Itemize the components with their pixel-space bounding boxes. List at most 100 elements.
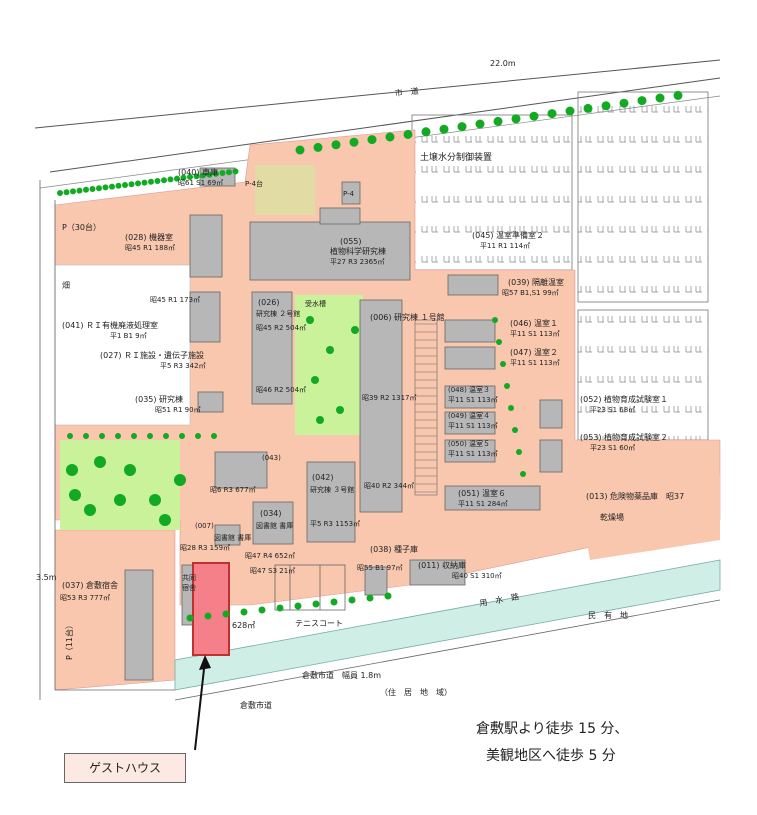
building-050 bbox=[444, 439, 496, 463]
tree-icon bbox=[149, 494, 161, 506]
dormitory-ground bbox=[54, 529, 176, 691]
label-city-road: 市 道 bbox=[394, 86, 419, 98]
label-011: (011) 収納庫 bbox=[418, 560, 466, 570]
label-parking-small: P-4 bbox=[343, 190, 355, 198]
building-p4 bbox=[341, 181, 361, 205]
tree-icon bbox=[673, 90, 683, 100]
tree-icon bbox=[63, 189, 70, 196]
tree-icon bbox=[637, 96, 647, 106]
tree-icon bbox=[179, 433, 185, 439]
svg-text:平5 R3 342㎡: 平5 R3 342㎡ bbox=[160, 362, 206, 370]
tree-icon bbox=[351, 326, 359, 334]
label-026: (026) bbox=[258, 298, 280, 307]
tree-icon bbox=[115, 433, 121, 439]
svg-text:昭45 R2 504㎡: 昭45 R2 504㎡ bbox=[256, 324, 306, 332]
building-034 bbox=[252, 501, 294, 545]
label-045: (045) 温室準備室２ bbox=[472, 230, 544, 240]
label-050: (050) 温室５ bbox=[448, 439, 490, 448]
tree-icon bbox=[99, 433, 105, 439]
tree-icon bbox=[326, 346, 334, 354]
svg-text:図書館 書庫: 図書館 書庫 bbox=[256, 521, 293, 530]
tree-icon bbox=[222, 610, 230, 618]
tree-icon bbox=[159, 514, 171, 526]
label-city-road-bottom: 倉敷市道 bbox=[240, 700, 272, 710]
tree-icon bbox=[258, 606, 266, 614]
building-051 bbox=[444, 485, 541, 511]
label-residential: （住 居 地 域） bbox=[380, 687, 452, 697]
tree-icon bbox=[403, 129, 413, 139]
label-area-628: 628㎡ bbox=[232, 621, 255, 630]
tree-icon bbox=[180, 174, 187, 181]
svg-text:植物科学研究棟: 植物科学研究棟 bbox=[330, 246, 386, 256]
label-tennis: テニスコート bbox=[295, 619, 343, 628]
svg-text:平11 S1 113㎡: 平11 S1 113㎡ bbox=[448, 422, 498, 430]
tree-icon bbox=[330, 598, 338, 606]
guest-house-label[interactable]: ゲストハウス bbox=[64, 753, 186, 783]
trees bbox=[57, 90, 683, 622]
building-053 bbox=[539, 439, 563, 473]
svg-text:昭51 R1 90㎡: 昭51 R1 90㎡ bbox=[155, 406, 201, 414]
tree-icon bbox=[122, 182, 128, 188]
tree-icon bbox=[84, 504, 96, 516]
label-039: (039) 隔離温室 bbox=[508, 277, 564, 287]
tree-icon bbox=[295, 145, 305, 155]
label-parking-30: P（30台） bbox=[62, 222, 101, 232]
label-dim-35: 3.5m bbox=[36, 573, 57, 582]
label-027: (027) ＲＩ施設・遺伝子施設 bbox=[100, 350, 204, 360]
tree-icon bbox=[276, 604, 284, 612]
tree-icon bbox=[141, 179, 148, 186]
field-east-3 bbox=[577, 309, 709, 441]
svg-text:図書館 書庫: 図書館 書庫 bbox=[214, 533, 251, 542]
svg-text:平11 S1 113㎡: 平11 S1 113㎡ bbox=[510, 330, 560, 338]
tree-icon bbox=[512, 427, 518, 433]
building-026 bbox=[251, 291, 293, 405]
tree-icon bbox=[504, 383, 510, 389]
label-047: (047) 温室２ bbox=[510, 347, 558, 357]
tree-icon bbox=[316, 416, 324, 424]
tree-icon bbox=[154, 178, 161, 184]
svg-text:平27 R3 2365㎡: 平27 R3 2365㎡ bbox=[330, 258, 385, 266]
building-043 bbox=[214, 451, 268, 489]
building-046 bbox=[444, 319, 496, 343]
svg-text:平11 R1 114㎡: 平11 R1 114㎡ bbox=[480, 242, 530, 250]
tree-icon bbox=[147, 433, 153, 439]
label-water-tank: 受水槽 bbox=[305, 299, 326, 308]
tree-icon bbox=[439, 124, 449, 134]
guest-house-building[interactable] bbox=[192, 562, 230, 656]
label-035: (035) 研究棟 bbox=[135, 394, 183, 404]
building-048 bbox=[444, 385, 496, 409]
guest-house-pointer bbox=[194, 659, 206, 751]
tree-icon bbox=[131, 433, 137, 439]
label-007: (007) bbox=[195, 522, 214, 530]
svg-text:昭39 R2 1317㎡: 昭39 R2 1317㎡ bbox=[362, 394, 417, 402]
tree-icon bbox=[311, 376, 319, 384]
label-field: 畑 bbox=[62, 281, 70, 290]
label-038: (038) 種子庫 bbox=[370, 544, 418, 554]
building-035 bbox=[197, 391, 224, 413]
tree-icon bbox=[213, 170, 219, 177]
svg-text:昭47 R4 652㎡: 昭47 R4 652㎡ bbox=[245, 552, 295, 560]
irrigation-channel bbox=[174, 559, 721, 691]
building-007 bbox=[214, 524, 241, 546]
svg-text:平11 S1 284㎡: 平11 S1 284㎡ bbox=[458, 500, 508, 508]
label-051: (051) 温室６ bbox=[458, 488, 506, 498]
svg-text:平11 S1 113㎡: 平11 S1 113㎡ bbox=[448, 450, 498, 458]
tree-icon bbox=[306, 316, 314, 324]
building-052 bbox=[539, 399, 563, 429]
tree-icon bbox=[83, 186, 89, 193]
tree-icon bbox=[520, 471, 526, 477]
tree-icon bbox=[601, 101, 611, 111]
tree-icon bbox=[457, 122, 467, 132]
tree-icon bbox=[367, 135, 377, 145]
tree-icon bbox=[529, 111, 539, 121]
tree-icon bbox=[187, 174, 193, 180]
label-046: (046) 温室１ bbox=[510, 318, 558, 328]
building-037 bbox=[124, 569, 154, 681]
tree-icon bbox=[102, 184, 109, 191]
north-lawn bbox=[255, 165, 315, 215]
label-city-road-width: 倉敷市道 幅員 1.8m bbox=[302, 670, 381, 680]
access-line-2: 美観地区へ徒歩 5 分 bbox=[486, 748, 616, 764]
svg-text:昭53 R3 777㎡: 昭53 R3 777㎡ bbox=[60, 594, 110, 602]
tree-icon bbox=[565, 106, 575, 116]
tree-icon bbox=[384, 592, 392, 600]
